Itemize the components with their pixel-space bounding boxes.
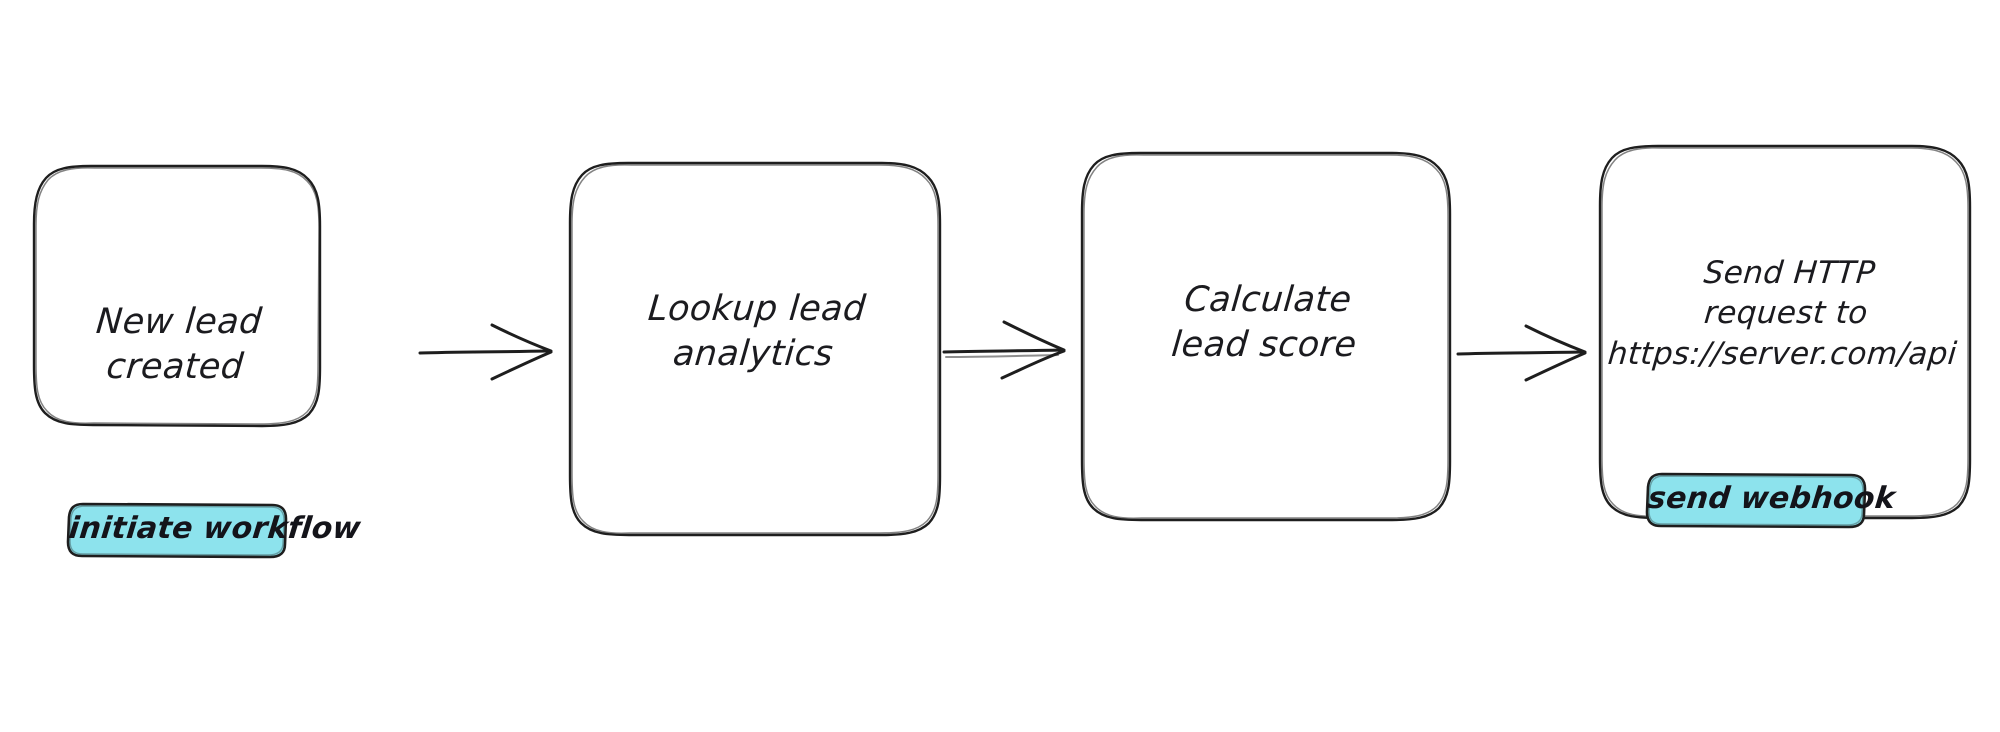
node-lookup-lead-analytics[interactable] [570,163,940,535]
badge-initiate-workflow[interactable] [68,504,286,557]
arrow-calculate-to-send-http[interactable] [1456,326,1590,382]
node-new-lead-created[interactable] [34,166,321,426]
node-calculate-lead-score[interactable] [1082,153,1450,520]
node-send-http-request[interactable] [1600,146,1970,518]
arrow-lookup-to-calculate[interactable] [942,322,1068,380]
arrow-new-lead-to-lookup[interactable] [418,326,556,382]
badge-send-webhook[interactable] [1647,474,1865,527]
